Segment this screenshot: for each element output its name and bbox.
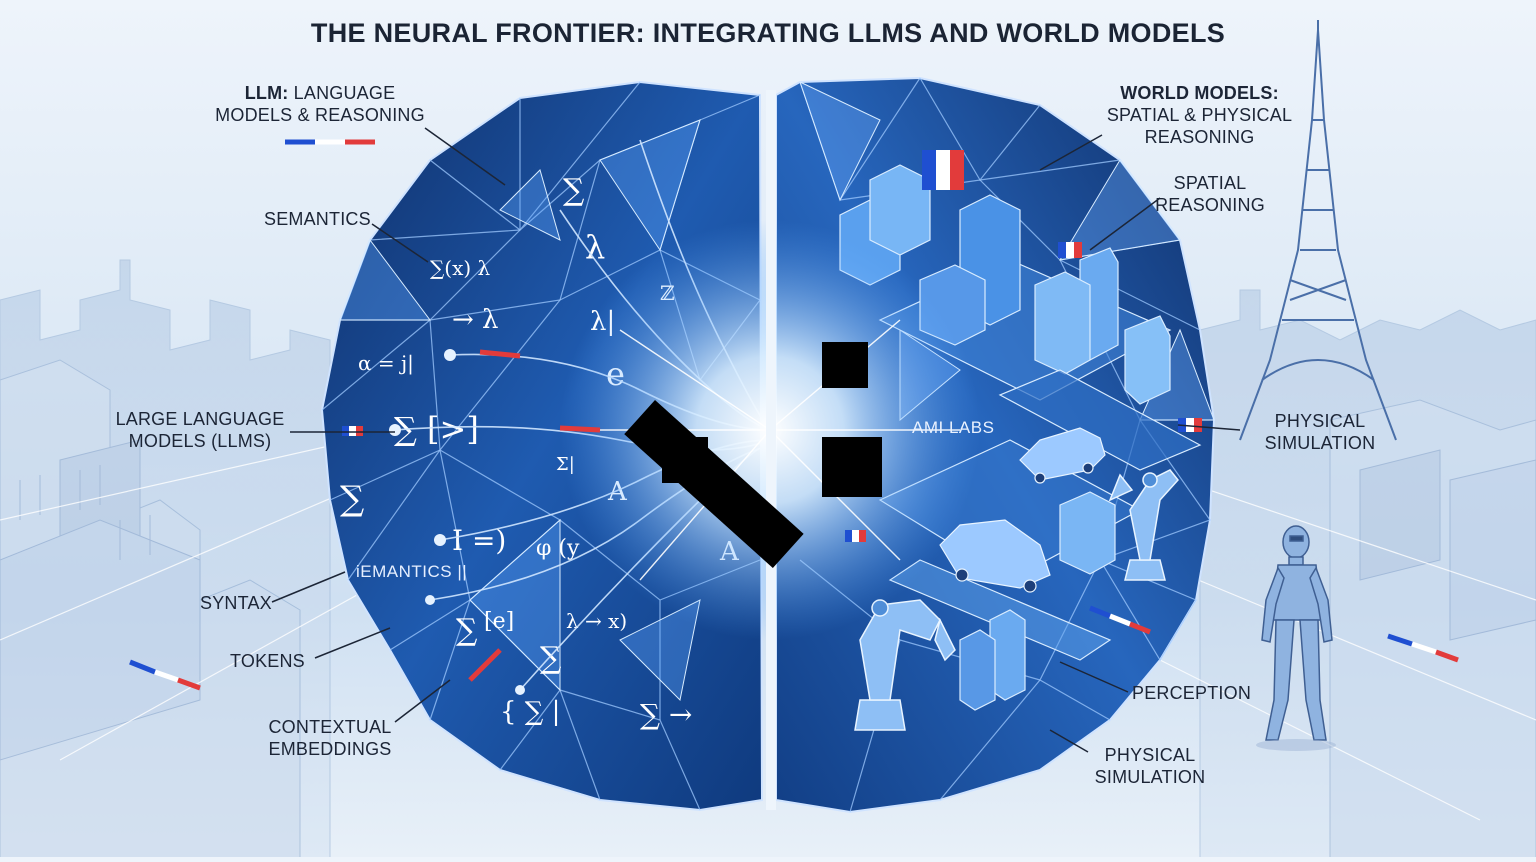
svg-text:∑: ∑ <box>456 613 478 648</box>
spatial-reasoning-label: SPATIAL REASONING <box>1140 172 1280 216</box>
svg-text:∑(x) λ: ∑(x) λ <box>430 256 491 280</box>
physsim1-line2: SIMULATION <box>1264 433 1376 453</box>
robot-arm-icon <box>854 469 1179 731</box>
llm-header-strong: LLM: <box>244 83 289 103</box>
tokens-label: TOKENS <box>230 651 305 671</box>
llms-label-line1: LARGE LANGUAGE <box>115 409 285 429</box>
svg-text:∑ →: ∑ → <box>640 698 692 731</box>
llms-label-line2: MODELS (LLMs) <box>128 431 272 451</box>
wm-header-line2: SPATIAL & PHYSICAL <box>1106 105 1293 125</box>
svg-text:φ (y: φ (y <box>536 536 580 561</box>
humanoid-robot-icon <box>1261 525 1333 741</box>
physsim2-line2: SIMULATION <box>1094 767 1206 787</box>
svg-text:→ λ: → λ <box>452 305 499 335</box>
svg-text:∑: ∑ <box>563 173 585 208</box>
physical-simulation-label-1: PHYSICAL SIMULATION <box>1250 410 1390 454</box>
inner-semantics-label: iEMANTICS || <box>356 562 468 581</box>
svg-text:∑: ∑ <box>340 479 364 519</box>
ctx-line1: CONTEXTUAL <box>268 717 392 737</box>
svg-text:{ ∑ |: { ∑ | <box>500 697 560 727</box>
llm-header: LLM: LANGUAGE MODELS & REASONING <box>205 82 435 126</box>
svg-text:α = j|: α = j| <box>358 351 414 376</box>
svg-text:[e]: [e] <box>484 609 514 634</box>
world-models-header: WORLD MODELS: SPATIAL & PHYSICAL REASONI… <box>1092 82 1307 148</box>
llm-header-line2: MODELS & REASONING <box>215 105 425 125</box>
city-skyline-left <box>0 259 331 861</box>
french-flag-icon <box>342 150 1202 542</box>
physsim1-line1: PHYSICAL <box>1274 411 1366 431</box>
llm-header-line1: LANGUAGE <box>288 83 396 103</box>
physical-simulation-label-2: PHYSICAL SIMULATION <box>1075 744 1225 788</box>
logo-square-top-right <box>822 342 868 388</box>
semantics-label: SEMANTICS <box>264 209 371 229</box>
eiffel-tower-icon <box>1239 20 1397 441</box>
llms-label: LARGE LANGUAGE MODELS (LLMs) <box>105 408 295 452</box>
physsim2-line1: PHYSICAL <box>1104 745 1196 765</box>
car-icon <box>939 427 1106 593</box>
logo-square-bottom-right <box>822 437 882 497</box>
spatial-line1: SPATIAL <box>1173 173 1247 193</box>
syntax-label: SYNTAX <box>200 593 272 613</box>
spatial-line2: REASONING <box>1155 195 1265 215</box>
ctx-line2: EMBEDDINGS <box>268 739 392 759</box>
wm-header-line3: REASONING <box>1144 127 1255 147</box>
ami-labs-label: AMI LABS <box>912 418 995 437</box>
wm-header-line1: WORLD MODELS: <box>1120 83 1279 103</box>
contextual-embeddings-label: CONTEXTUAL EMBEDDINGS <box>255 716 405 760</box>
svg-text:λ: λ <box>585 228 605 266</box>
perception-label: PERCEPTION <box>1132 683 1252 703</box>
page-title: THE NEURAL FRONTIER: INTEGRATING LLMs AN… <box>310 18 1226 48</box>
